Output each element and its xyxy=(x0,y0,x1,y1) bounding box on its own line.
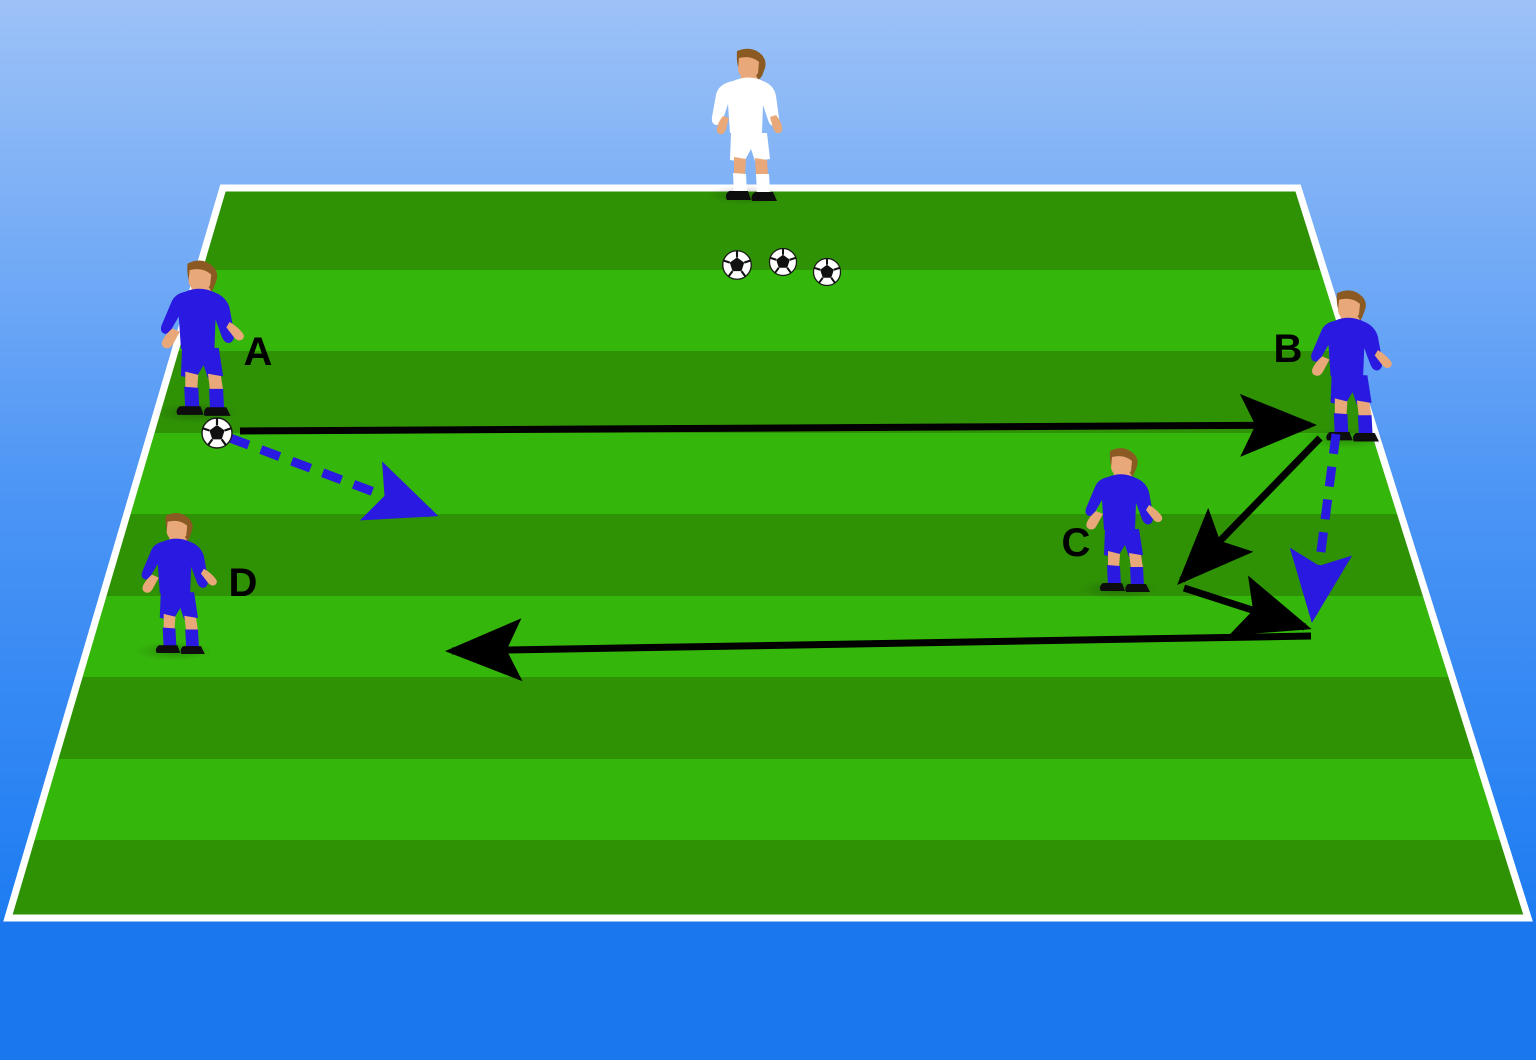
spare-ball-2 xyxy=(768,247,798,277)
pass-corner-to-d xyxy=(445,618,1312,682)
pitch-boundary-line xyxy=(3,184,1533,922)
run-a-forward xyxy=(228,433,439,521)
pass-a-to-b xyxy=(239,393,1317,457)
pitch xyxy=(3,184,1533,922)
player-label-b: B xyxy=(1274,327,1303,371)
foreground-band xyxy=(0,918,1536,1060)
player-label-d: D xyxy=(229,561,258,605)
player-label-c: C xyxy=(1062,521,1091,565)
spare-ball-3 xyxy=(812,257,842,287)
player-label-a: A xyxy=(244,330,273,374)
pass-b-to-c xyxy=(1177,435,1323,586)
run-arrows xyxy=(228,433,1353,623)
pass-arrows xyxy=(239,393,1323,682)
pass-c-to-corner xyxy=(1182,575,1312,636)
run-b-down xyxy=(1289,433,1353,623)
spare-ball-1 xyxy=(721,249,753,281)
ball-at-player-a xyxy=(200,416,234,450)
pitch-stripes xyxy=(8,188,1528,918)
